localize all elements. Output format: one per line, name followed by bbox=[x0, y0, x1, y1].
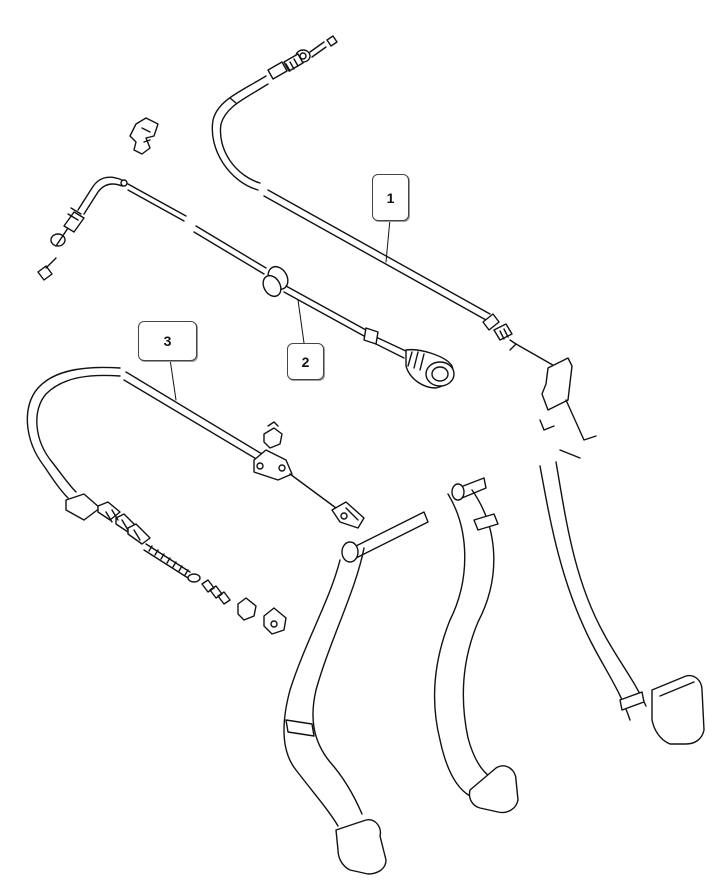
callout-3-label: 3 bbox=[163, 333, 172, 349]
callout-leaders bbox=[169, 218, 391, 401]
callout-2-label: 2 bbox=[301, 353, 310, 370]
clutch-cable bbox=[26, 366, 365, 635]
accelerator-cable bbox=[211, 35, 570, 378]
leader-2 bbox=[297, 299, 305, 344]
choke-cable bbox=[37, 117, 455, 389]
leader-1 bbox=[385, 218, 391, 263]
callout-2: 2 bbox=[287, 343, 324, 380]
brake-pedal bbox=[433, 477, 519, 814]
leader-3 bbox=[169, 358, 177, 401]
callout-1-label: 1 bbox=[386, 189, 395, 206]
callout-3: 3 bbox=[138, 321, 197, 361]
callout-1: 1 bbox=[372, 174, 409, 221]
accelerator-pedal bbox=[539, 357, 705, 745]
clutch-pedal bbox=[283, 511, 429, 875]
